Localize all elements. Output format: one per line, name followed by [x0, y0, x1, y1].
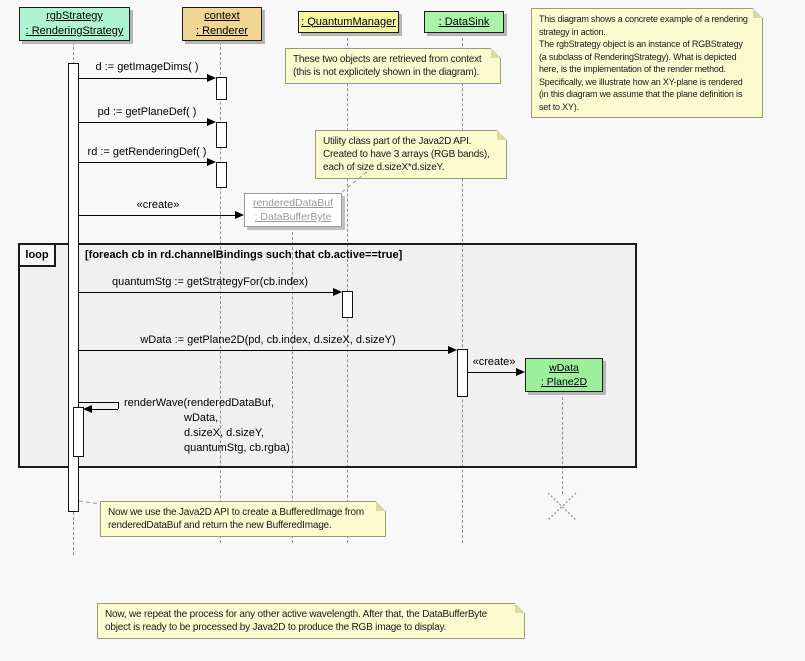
selfcall-renderwave-top-line	[78, 402, 118, 403]
object-name: context	[204, 10, 240, 22]
note-bufferedimage: Now we use the Java2D API to create a Bu…	[100, 501, 386, 537]
renderwave-line2: wData,	[184, 412, 219, 424]
message-getplanedef-label: pd := getPlaneDef( )	[97, 106, 197, 118]
note-retrieved-from-context: These two objects are retrieved from con…	[285, 48, 501, 84]
activation-rgbstrategy	[68, 63, 79, 512]
lifeline-datasink	[462, 33, 463, 543]
message-getimagedims-label: d := getImageDims( )	[95, 61, 199, 73]
message-getplane2d-label: wData := getPlane2D(pd, cb.index, d.size…	[140, 334, 396, 346]
object-class: : DataBufferByte	[254, 211, 332, 223]
lifeline-quantummanager	[347, 33, 348, 543]
loop-guard-condition: [foreach cb in rd.channelBindings such t…	[85, 249, 403, 261]
arrowhead-icon	[207, 118, 216, 126]
message-getstrategyfor-line	[78, 292, 333, 293]
lifeline-wdata	[562, 392, 563, 494]
note-utility-class: Utility class part of the Java2D API. Cr…	[315, 130, 507, 179]
object-name: rgbStrategy	[46, 10, 103, 22]
object-box-wdata: wData : Plane2D	[525, 358, 603, 392]
arrowhead-icon	[235, 211, 244, 219]
message-create-wdata-line	[467, 372, 516, 373]
message-renderwave-label: renderWave(renderedDataBuf, wData, d.siz…	[124, 396, 290, 456]
message-create-databuf-line	[78, 215, 235, 216]
arrowhead-icon	[516, 368, 525, 376]
arrowhead-icon	[207, 74, 216, 82]
message-getplane2d-line	[78, 350, 448, 351]
message-getplanedef-line	[78, 122, 207, 123]
object-class: : QuantumManager	[301, 15, 396, 28]
activation-context-3	[216, 162, 227, 188]
lifeline-head-context: context : Renderer	[182, 7, 262, 41]
loop-operator-label: loop	[18, 243, 56, 267]
activation-quantummanager	[342, 291, 353, 318]
message-getrenderingdef-line	[78, 162, 207, 163]
destruction-x-icon	[547, 492, 577, 521]
object-class: : Renderer	[196, 25, 248, 37]
object-class: : RenderingStrategy	[25, 25, 124, 37]
arrowhead-icon	[333, 288, 342, 296]
message-create-databuf-label: «create»	[136, 199, 180, 211]
activation-context-2	[216, 122, 227, 148]
activation-datasink	[457, 349, 468, 397]
selfcall-renderwave-side-line	[118, 402, 119, 409]
object-class: : Plane2D	[540, 376, 588, 388]
lifeline-head-quantummanager: : QuantumManager	[298, 11, 399, 33]
arrowhead-icon	[207, 158, 216, 166]
object-box-rendereddatabuf: renderedDataBuf : DataBufferByte	[244, 193, 342, 227]
renderwave-line3: d.sizeX, d.sizeY,	[184, 427, 264, 439]
note-diagram-overview: This diagram shows a concrete example of…	[531, 8, 763, 118]
note-repeat-process: Now, we repeat the process for any other…	[97, 603, 525, 639]
object-class: : DataSink	[438, 15, 490, 28]
arrowhead-icon	[83, 405, 92, 413]
selfcall-renderwave-bottom-line	[92, 409, 118, 410]
lifeline-rendereddatabuf	[292, 227, 293, 543]
lifeline-head-rgbstrategy: rgbStrategy : RenderingStrategy	[19, 7, 130, 41]
renderwave-line4: quantumStg, cb.rgba)	[184, 442, 290, 454]
message-create-wdata-label: «create»	[472, 356, 516, 368]
loop-fragment-frame	[18, 243, 637, 468]
note-anchor-line	[78, 500, 101, 505]
object-name: renderedDataBuf	[253, 197, 333, 209]
activation-rgbstrategy-nested	[73, 407, 84, 457]
renderwave-line1: renderWave(renderedDataBuf,	[124, 397, 275, 409]
object-name: wData	[549, 362, 579, 374]
message-getrenderingdef-label: rd := getRenderingDef( )	[87, 146, 207, 158]
message-getstrategyfor-label: quantumStg := getStrategyFor(cb.index)	[112, 276, 308, 288]
arrowhead-icon	[448, 346, 457, 354]
lifeline-head-datasink: : DataSink	[424, 11, 504, 33]
message-getimagedims-line	[78, 78, 207, 79]
activation-context-1	[216, 77, 227, 100]
